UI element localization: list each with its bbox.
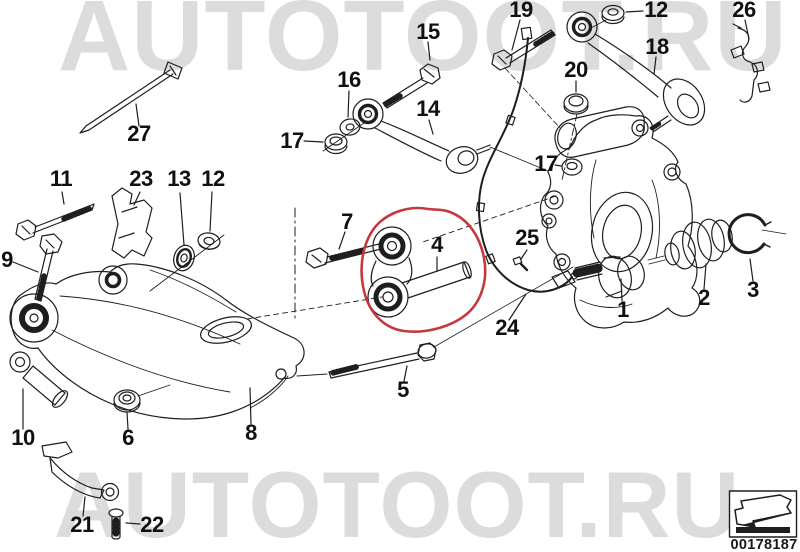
callout-19: 19	[509, 0, 533, 22]
part-18-camber-arm	[566, 11, 706, 133]
part-5-bolt	[296, 266, 574, 382]
part-1-knuckle	[539, 106, 701, 329]
callout-26: 26	[732, 0, 756, 22]
part-23-bracket	[111, 187, 296, 323]
image-number: 00178187	[730, 537, 798, 552]
watermark-bottom: AUTOTOOT.RU	[54, 452, 741, 552]
nav-arrow-box	[728, 490, 798, 538]
callout-10: 10	[11, 425, 35, 450]
callout-21: 21	[70, 512, 94, 537]
callout-9: 9	[1, 247, 13, 272]
callout-12-left: 12	[201, 166, 225, 191]
part-26-wiring-bracket	[730, 19, 771, 103]
part-9-bolt	[12, 233, 63, 302]
callout-23: 23	[129, 166, 153, 191]
part-17-nut-left	[303, 120, 368, 155]
callout-13: 13	[167, 166, 191, 191]
part-13-washer	[173, 192, 195, 272]
callout-11: 11	[49, 166, 73, 191]
part-12-nut-right	[590, 4, 644, 29]
part-16-washer	[339, 90, 361, 136]
part-17-nut-right	[554, 158, 583, 176]
callout-24: 24	[495, 315, 519, 340]
callout-5: 5	[397, 377, 409, 402]
part-6-nut	[113, 389, 141, 430]
part-10-link	[9, 351, 69, 430]
callout-12-right: 12	[644, 0, 668, 22]
callout-25: 25	[515, 225, 539, 250]
part-20-nut	[561, 80, 589, 181]
part-12-nut-left	[149, 191, 225, 292]
part-3-snap-ring	[727, 213, 787, 282]
callout-22: 22	[140, 512, 164, 537]
part-15-bolt	[382, 41, 441, 109]
back-arrow-icon	[734, 494, 792, 533]
part-27-cable-strap	[79, 61, 183, 134]
callout-27: 27	[127, 121, 151, 146]
highlight-circle	[360, 206, 487, 333]
part-2-cv-boot	[647, 218, 733, 290]
callout-1: 1	[617, 297, 629, 322]
part-8-trailing-arm	[9, 263, 383, 425]
part-11-bolt	[15, 191, 95, 241]
callout-20: 20	[564, 57, 588, 82]
callout-16: 16	[337, 67, 361, 92]
callout-2: 2	[698, 285, 710, 310]
callout-18: 18	[645, 34, 669, 59]
callout-7: 7	[341, 209, 353, 234]
part-24-abs-sensor-cable	[475, 26, 578, 321]
callout-3: 3	[747, 277, 759, 302]
part-22-screw	[108, 508, 141, 540]
part-21-bracket	[41, 441, 120, 517]
callout-6: 6	[122, 425, 134, 450]
part-19-bolt	[491, 19, 561, 129]
part-7-bolt	[305, 231, 384, 269]
callout-8: 8	[245, 420, 257, 445]
part-4-guide-link	[367, 195, 557, 318]
callout-17-left: 17	[280, 128, 304, 153]
part-14-arm	[352, 98, 549, 174]
callout-14: 14	[416, 96, 440, 121]
part-25-screw	[512, 249, 529, 272]
callout-15: 15	[416, 19, 440, 44]
callout-4: 4	[431, 232, 443, 257]
callout-17-right: 17	[534, 151, 558, 176]
